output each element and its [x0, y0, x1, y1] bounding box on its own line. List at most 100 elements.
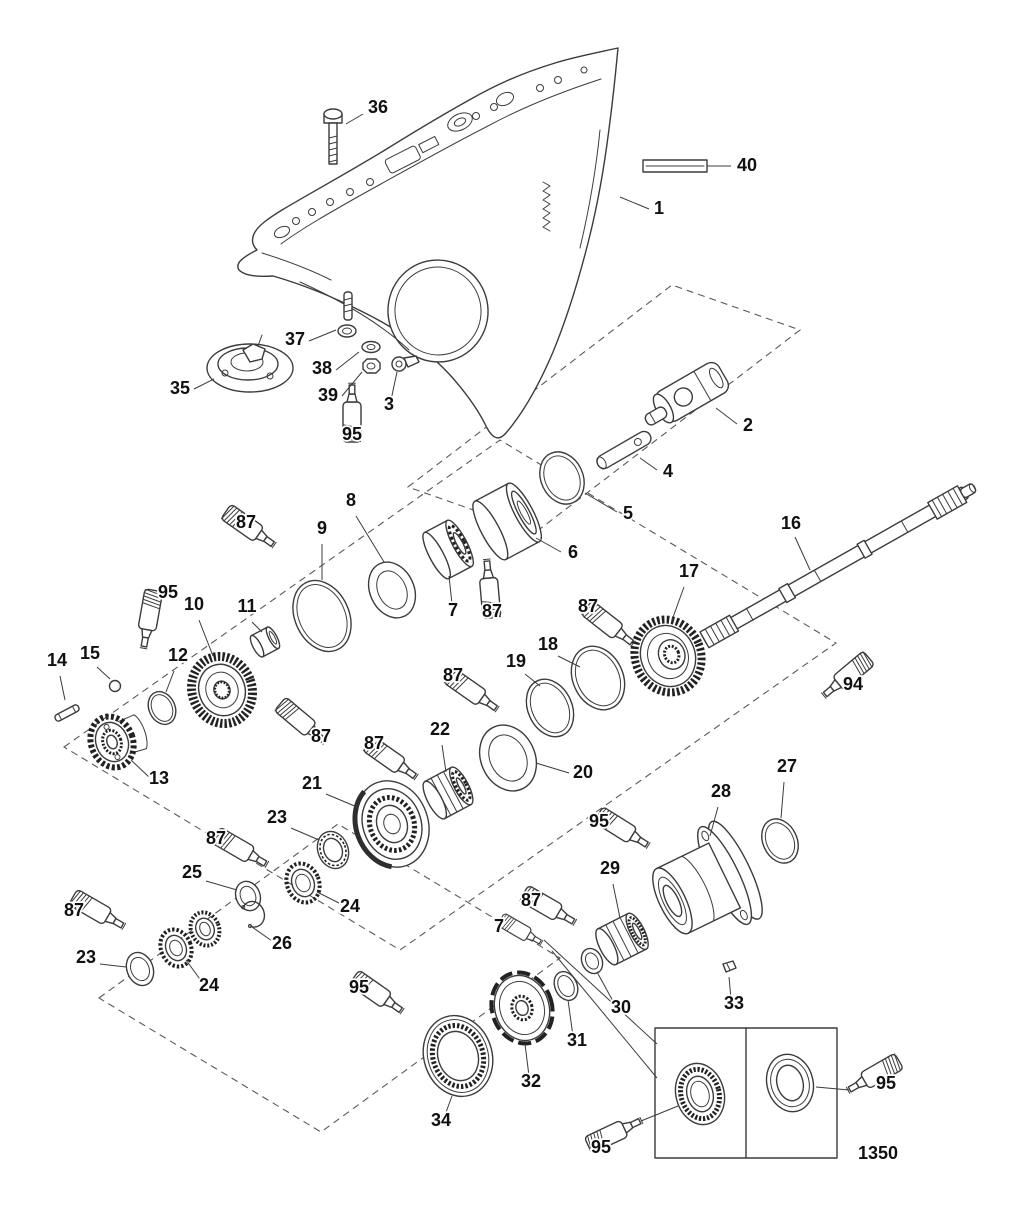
water-pump-base-35: [206, 334, 294, 393]
lubricant-tube-95: [845, 1053, 903, 1094]
o-ring-19: [525, 678, 575, 738]
callout-1350: 1350: [858, 1143, 898, 1163]
gearcase-housing: [237, 47, 619, 439]
lubricant-tube-87: [479, 558, 502, 620]
seal-kit-1350-box: [654, 1027, 838, 1159]
bolt-36: [323, 108, 343, 165]
callout-14: 14: [47, 650, 67, 670]
callout-18: 18: [538, 634, 558, 654]
callout-27: 27: [777, 756, 797, 776]
callout-95: 95: [876, 1073, 896, 1093]
lubricant-tube-87: [211, 827, 270, 868]
clip-33: [722, 960, 737, 973]
lubricant-tube-95: [348, 970, 405, 1015]
washer-38: [361, 340, 381, 354]
callout-8: 8: [346, 490, 356, 510]
callout-25: 25: [182, 862, 202, 882]
callout-21: 21: [302, 773, 322, 793]
bearing-7: [422, 519, 474, 580]
callout-87: 87: [521, 890, 541, 910]
callout-7: 7: [494, 916, 504, 936]
washer-8: [367, 561, 417, 619]
callout-87: 87: [364, 733, 384, 753]
nut-39: [362, 358, 381, 374]
callout-23: 23: [267, 807, 287, 827]
o-ring-27: [761, 818, 799, 864]
trim-strip-40: [642, 159, 708, 173]
o-ring-31: [553, 970, 579, 1002]
screw-37: [337, 291, 357, 338]
callout-9: 9: [317, 518, 327, 538]
coupler-13: [87, 713, 148, 771]
callout-37: 37: [285, 329, 305, 349]
lubricant-tube-87: [581, 601, 636, 647]
lubricant-tube-87: [274, 697, 328, 745]
washer-25: [234, 880, 262, 912]
lubricant-tube-87: [220, 504, 277, 549]
callout-2: 2: [743, 415, 753, 435]
lubricant-tube-95: [584, 1116, 644, 1154]
callout-32: 32: [521, 1071, 541, 1091]
oil-seal-right: [765, 1053, 815, 1113]
callout-28: 28: [711, 781, 731, 801]
lubricant-tube-95: [593, 807, 651, 849]
forward-gear-21: [352, 780, 430, 870]
retaining-clip-26: [241, 900, 266, 929]
roller-bearing-22: [422, 766, 474, 820]
callout-17: 17: [679, 561, 699, 581]
callout-6: 6: [568, 542, 578, 562]
callout-16: 16: [781, 513, 801, 533]
callout-7: 7: [448, 600, 458, 620]
washer-23-upper: [316, 830, 350, 870]
callout-87: 87: [443, 665, 463, 685]
thrust-bearing: [188, 910, 222, 948]
lubricant-tube-7: [497, 913, 544, 946]
fitting-3: [391, 355, 420, 372]
lubricant-tube-87: [443, 668, 500, 713]
callout-26: 26: [272, 933, 292, 953]
bearing-carrier-28: [652, 820, 763, 935]
callout-95: 95: [591, 1137, 611, 1157]
gear-17: [630, 615, 706, 697]
lubricant-tube-87: [362, 736, 419, 781]
ball-15: [108, 679, 122, 693]
callout-95: 95: [349, 977, 369, 997]
callout-87: 87: [482, 601, 502, 621]
callout-4: 4: [663, 461, 673, 481]
bushing-11: [249, 626, 281, 658]
callout-95: 95: [342, 424, 362, 444]
callout-40: 40: [737, 155, 757, 175]
needle-bearing-29: [595, 912, 649, 966]
o-ring-12: [147, 690, 177, 726]
bearing-cup-6: [472, 482, 543, 561]
o-ring-5: [539, 451, 585, 505]
lubricant-tubes-layer: [68, 382, 903, 1154]
callout-38: 38: [312, 358, 332, 378]
callout-95: 95: [158, 582, 178, 602]
callout-87: 87: [64, 900, 84, 920]
callout-11: 11: [237, 596, 256, 616]
lubricant-tube-87: [68, 889, 127, 930]
pinion-gear-10: [187, 651, 257, 729]
o-ring-18: [570, 645, 626, 711]
lubricant-tube-95: [342, 382, 362, 443]
callout-19: 19: [506, 651, 526, 671]
spring-washer-24-lower: [158, 927, 194, 969]
callout-35: 35: [170, 378, 190, 398]
callout-1: 1: [654, 198, 664, 218]
washer-23-lower: [125, 951, 155, 987]
callout-31: 31: [567, 1030, 587, 1050]
callout-87: 87: [578, 596, 598, 616]
callout-12: 12: [168, 645, 188, 665]
spring-washer-24-upper: [284, 861, 322, 905]
callout-33: 33: [724, 993, 744, 1013]
callout-29: 29: [600, 858, 620, 878]
callout-10: 10: [184, 594, 204, 614]
drive-washer-32: [489, 970, 555, 1046]
callout-13: 13: [149, 768, 169, 788]
pin-14: [54, 704, 80, 722]
callout-20: 20: [573, 762, 593, 782]
callout-24: 24: [340, 896, 360, 916]
